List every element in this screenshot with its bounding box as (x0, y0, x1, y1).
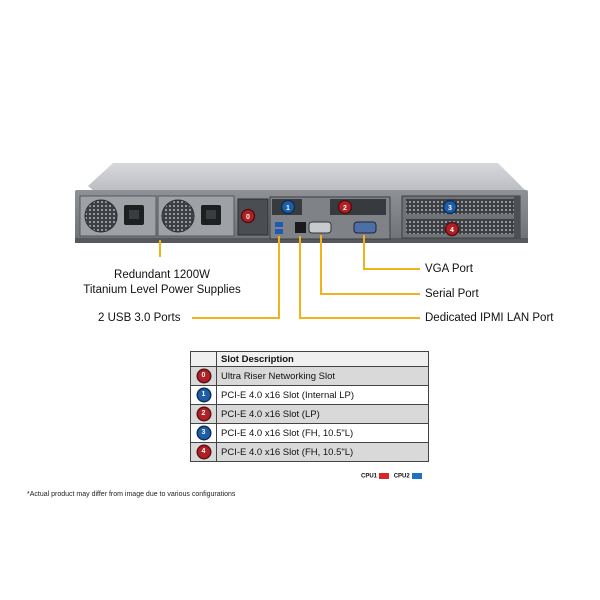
power-supplies-label-line1: Redundant 1200W (114, 269, 210, 281)
chassis-badge-1-label: 1 (286, 205, 290, 212)
cpu-legend: CPU1 CPU2 (361, 473, 425, 480)
disclaimer-note: *Actual product may differ from image du… (27, 491, 236, 498)
serial-port-connector (308, 221, 332, 234)
power-supplies-label-line2: Titanium Level Power Supplies (83, 284, 241, 296)
psu-fan-1 (84, 199, 118, 233)
chassis-badge-4-label: 4 (450, 227, 454, 234)
ipmi-lan-port-label: Dedicated IPMI LAN Port (425, 312, 554, 324)
table-header-title: Slot Description (216, 351, 429, 367)
cpu2-legend-label: CPU2 (393, 473, 410, 480)
table-row: 1 PCI-E 4.0 x16 Slot (Internal LP) (190, 385, 429, 405)
table-row: 4 PCI-E 4.0 x16 Slot (FH, 10.5"L) (190, 442, 429, 462)
slot-4-bracket (406, 219, 514, 234)
table-row: 3 PCI-E 4.0 x16 Slot (FH, 10.5"L) (190, 423, 429, 443)
slot-description-table: Slot Description 0 Ultra Riser Networkin… (190, 351, 429, 462)
vga-port-label: VGA Port (425, 263, 473, 275)
leader-line-ipmi (299, 236, 420, 319)
usb-ports-label: 2 USB 3.0 Ports (98, 312, 181, 324)
chassis-badge-4: 4 (444, 221, 460, 237)
cpu2-legend-swatch (411, 473, 422, 479)
table-row: 0 Ultra Riser Networking Slot (190, 366, 429, 386)
power-supplies-label: Redundant 1200W Titanium Level Power Sup… (62, 268, 262, 298)
chassis-badge-2: 2 (337, 199, 353, 215)
leader-line-vga (363, 235, 420, 270)
cpu1-legend-swatch (379, 473, 390, 479)
slot-badge-1: 1 (197, 389, 210, 401)
usb-port-1 (275, 222, 283, 227)
chassis-badge-3: 3 (442, 199, 458, 215)
usb-port-2 (275, 229, 283, 234)
slot-description: PCI-E 4.0 x16 Slot (FH, 10.5"L) (216, 442, 429, 462)
cpu1-legend-label: CPU1 (361, 473, 378, 480)
slot-badge-2: 2 (197, 408, 210, 420)
slot-description: Ultra Riser Networking Slot (216, 366, 429, 386)
ipmi-lan-port (295, 222, 306, 233)
chassis-badge-2-label: 2 (343, 205, 347, 212)
serial-port-label: Serial Port (425, 288, 479, 300)
psu-2 (157, 195, 235, 237)
slot-badge-4: 4 (197, 446, 210, 458)
slot-badge-0: 0 (197, 370, 210, 382)
chassis-top (88, 163, 527, 192)
table-header-row: Slot Description (190, 351, 429, 367)
slot-description: PCI-E 4.0 x16 Slot (LP) (216, 404, 429, 424)
slot-3-bracket (406, 199, 514, 214)
psu-fan-2 (161, 199, 195, 233)
leader-line-serial (320, 235, 420, 295)
chassis-badge-0: 0 (240, 208, 256, 224)
slot-description: PCI-E 4.0 x16 Slot (FH, 10.5"L) (216, 423, 429, 443)
slot-description: PCI-E 4.0 x16 Slot (Internal LP) (216, 385, 429, 405)
leader-line-usb (192, 236, 280, 319)
chassis-badge-0-label: 0 (246, 214, 250, 221)
chassis-badge-3-label: 3 (448, 205, 452, 212)
psu-1 (79, 195, 157, 237)
chassis-badge-1: 1 (280, 199, 296, 215)
table-row: 2 PCI-E 4.0 x16 Slot (LP) (190, 404, 429, 424)
table-header-blank (190, 351, 217, 367)
vga-port-connector (353, 221, 377, 234)
slot-badge-3: 3 (197, 427, 210, 439)
